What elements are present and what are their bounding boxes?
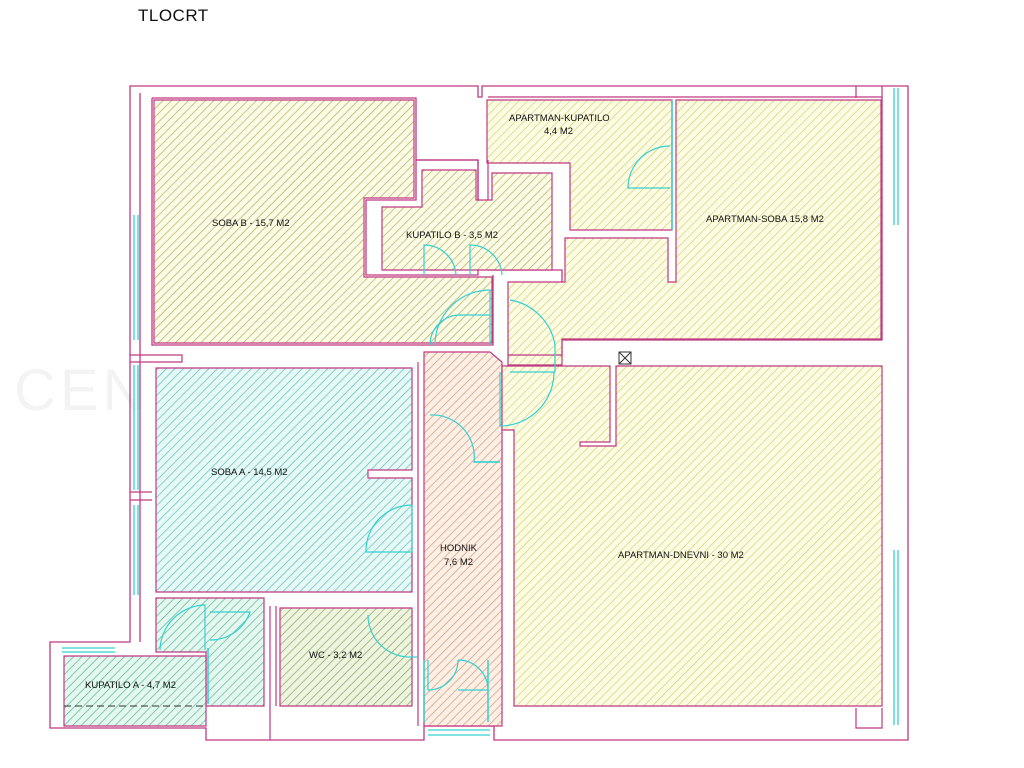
drawing-title: TLOCRT (138, 6, 209, 25)
room-apartman-soba (507, 99, 882, 366)
windows (62, 88, 899, 736)
label-soba-a: SOBA A - 14,5 M2 (211, 467, 288, 478)
label-hodnik-line1: HODNIK (440, 543, 478, 554)
room-soba-a (155, 367, 413, 593)
shaft-marker (618, 351, 632, 365)
room-apartman-dnevni (501, 365, 883, 707)
room-kupatilo-a (63, 597, 265, 727)
interior-walls (130, 86, 883, 740)
door-swings (159, 145, 671, 691)
room-soba-b (153, 99, 493, 344)
door-leaves (207, 100, 673, 722)
label-apartman-kupatilo-line2: 4,4 M2 (544, 126, 573, 137)
label-hodnik-line2: 7,6 M2 (444, 557, 473, 568)
label-kupatilo-b: KUPATILO B - 3,5 M2 (406, 230, 498, 241)
label-wc: WC - 3,2 M2 (309, 650, 362, 661)
label-kupatilo-a: KUPATILO A - 4,7 M2 (85, 680, 176, 691)
label-apartman-dnevni: APARTMAN-DNEVNI - 30 M2 (618, 550, 744, 561)
room-hodnik (423, 351, 503, 727)
room-wc (279, 607, 413, 707)
label-soba-b: SOBA B - 15,7 M2 (212, 218, 290, 229)
label-apartman-soba: APARTMAN-SOBA 15,8 M2 (706, 214, 824, 225)
label-apartman-kupatilo-line1: APARTMAN-KUPATILO (509, 113, 610, 124)
